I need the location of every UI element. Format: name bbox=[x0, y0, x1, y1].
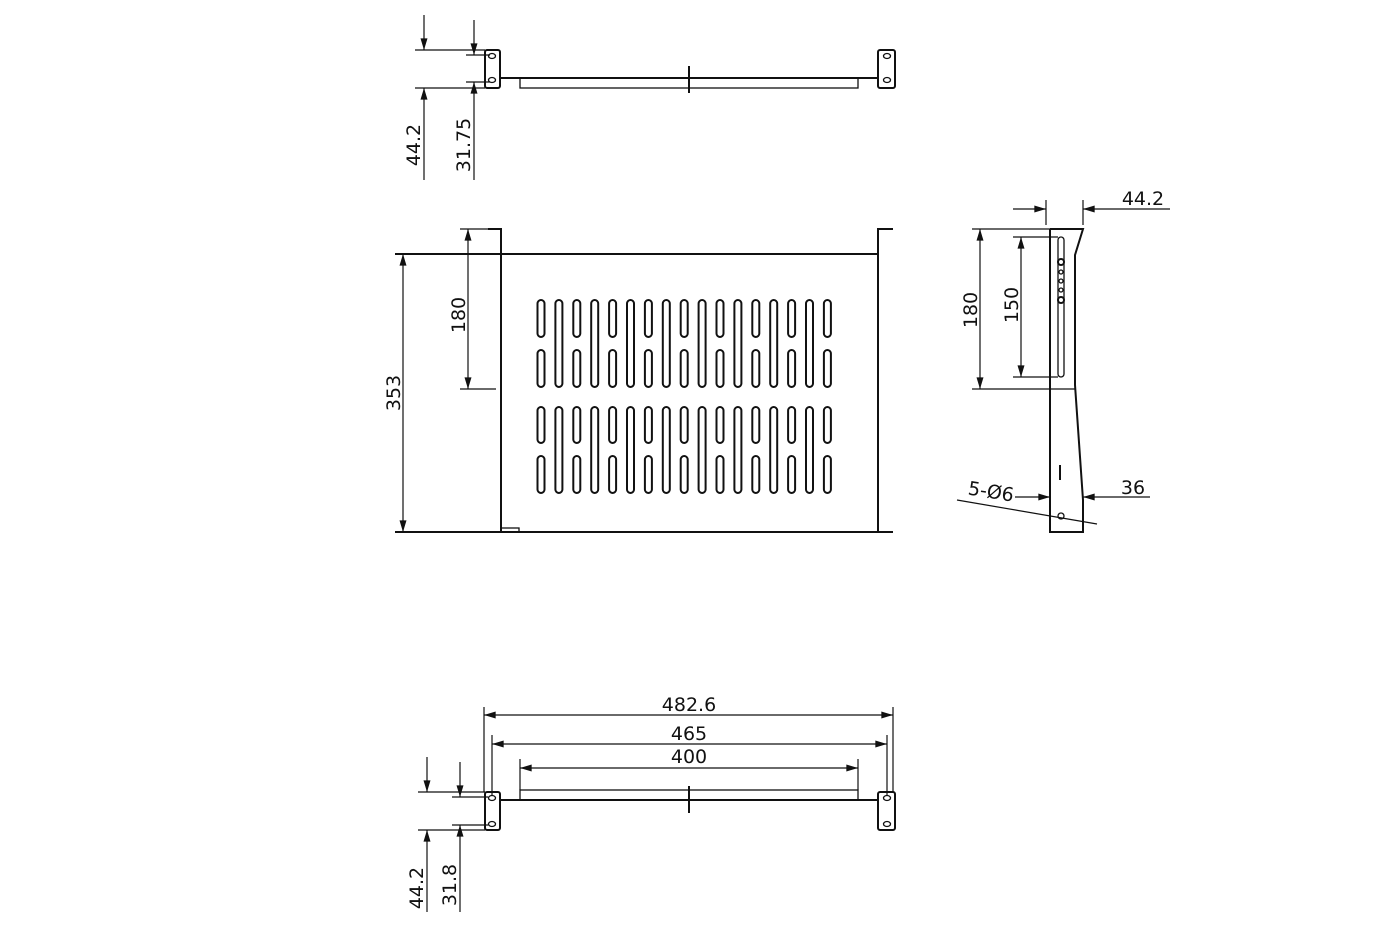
vent-slot bbox=[643, 406, 653, 444]
side-bracket bbox=[1049, 228, 1085, 533]
hole bbox=[1058, 278, 1064, 284]
vent-slot bbox=[590, 406, 600, 494]
left-ear bbox=[488, 228, 502, 532]
vent-slot bbox=[697, 406, 707, 494]
vent-slot bbox=[572, 349, 582, 388]
dim-label-offset: 36 bbox=[1121, 477, 1145, 499]
vent-slot bbox=[822, 349, 832, 388]
vent-slot bbox=[769, 299, 779, 388]
vent-slot bbox=[769, 406, 779, 494]
vent-slot bbox=[643, 349, 653, 388]
vent-slot bbox=[643, 455, 653, 494]
vent-slot bbox=[715, 299, 725, 338]
left-bracket bbox=[484, 791, 501, 831]
vent-slot bbox=[751, 455, 761, 494]
dim-label-height: 44.2 bbox=[406, 867, 428, 909]
vent-slot bbox=[679, 349, 689, 388]
vent-slot bbox=[608, 349, 618, 388]
vent-slot bbox=[554, 299, 564, 388]
mount-hole bbox=[882, 52, 892, 60]
mount-hole bbox=[882, 76, 892, 84]
vent-slot bbox=[697, 299, 707, 388]
vent-slot bbox=[643, 299, 653, 338]
hole-callout: 5-Ø6 bbox=[967, 478, 1016, 507]
vent-slot bbox=[715, 349, 725, 388]
vent-slot bbox=[733, 299, 743, 388]
vent-slot bbox=[608, 299, 618, 338]
vent-slot bbox=[626, 299, 635, 388]
vent-slot bbox=[822, 455, 832, 494]
vent-slot bbox=[661, 406, 671, 494]
vent-slots bbox=[536, 299, 832, 494]
vent-slot bbox=[536, 455, 546, 494]
front-view: 353 180 bbox=[383, 228, 893, 533]
mount-hole bbox=[882, 820, 892, 828]
mount-hole bbox=[487, 820, 497, 828]
vent-slot bbox=[536, 406, 546, 444]
vent-slot bbox=[679, 406, 689, 444]
vent-slot bbox=[822, 299, 832, 338]
right-ear bbox=[877, 228, 893, 532]
vent-slot bbox=[572, 455, 582, 494]
leader-line bbox=[956, 499, 1098, 525]
vent-slot bbox=[787, 455, 797, 494]
hole bbox=[1058, 287, 1064, 293]
mount-hole bbox=[487, 794, 497, 802]
vent-slot bbox=[679, 299, 689, 338]
dim-label-hole-spacing: 31.8 bbox=[439, 864, 461, 906]
bottom-view: 482.6 465 400 44.2 31.8 bbox=[406, 694, 896, 912]
dim-label-width: 44.2 bbox=[1122, 188, 1164, 210]
right-bracket bbox=[877, 49, 896, 89]
vent-slot bbox=[554, 406, 564, 494]
mount-hole bbox=[882, 794, 892, 802]
vent-slot bbox=[626, 406, 635, 494]
tab bbox=[500, 527, 520, 533]
dim-label-height: 44.2 bbox=[403, 124, 425, 166]
vent-slot bbox=[536, 349, 546, 388]
vent-slot bbox=[679, 455, 689, 494]
dim-label-depth: 353 bbox=[383, 375, 405, 411]
vent-slot bbox=[751, 299, 761, 338]
dim-label-hole-centers: 465 bbox=[671, 723, 707, 745]
vent-slot bbox=[608, 455, 618, 494]
hole bbox=[1057, 512, 1065, 520]
vent-slot bbox=[733, 406, 743, 494]
dim-label-height: 180 bbox=[960, 292, 982, 328]
vent-slot bbox=[608, 406, 618, 444]
vent-slot bbox=[822, 406, 832, 444]
vent-slot bbox=[787, 299, 797, 338]
vent-slot bbox=[787, 406, 797, 444]
dim-label-tray-width: 400 bbox=[671, 746, 707, 768]
hole bbox=[1057, 296, 1065, 304]
adjust-slot bbox=[1057, 236, 1065, 378]
left-bracket bbox=[484, 49, 501, 89]
right-bracket bbox=[877, 791, 896, 831]
top-view: 44.2 31.75 bbox=[403, 15, 896, 180]
dim-label-hole-spacing: 31.75 bbox=[453, 118, 475, 172]
vent-slot bbox=[715, 455, 725, 494]
vent-slot bbox=[536, 299, 546, 338]
mount-hole bbox=[487, 52, 497, 60]
mount-hole bbox=[487, 76, 497, 84]
vent-slot bbox=[590, 299, 600, 388]
vent-slot bbox=[572, 299, 582, 338]
vent-slot bbox=[751, 406, 761, 444]
vent-slot bbox=[805, 406, 814, 494]
side-view: 44.2 180 150 36 5-Ø6 bbox=[956, 188, 1170, 533]
vent-slot bbox=[805, 299, 814, 388]
vent-slot bbox=[715, 406, 725, 444]
vent-slot bbox=[751, 349, 761, 388]
vent-slot bbox=[572, 406, 582, 444]
dim-label-ear-height: 180 bbox=[448, 297, 470, 333]
dim-label-slot-length: 150 bbox=[1001, 287, 1023, 323]
hole bbox=[1057, 258, 1065, 266]
vent-slot bbox=[661, 299, 671, 388]
vent-slot bbox=[787, 349, 797, 388]
hole bbox=[1058, 269, 1064, 275]
dim-label-overall-width: 482.6 bbox=[662, 694, 716, 716]
